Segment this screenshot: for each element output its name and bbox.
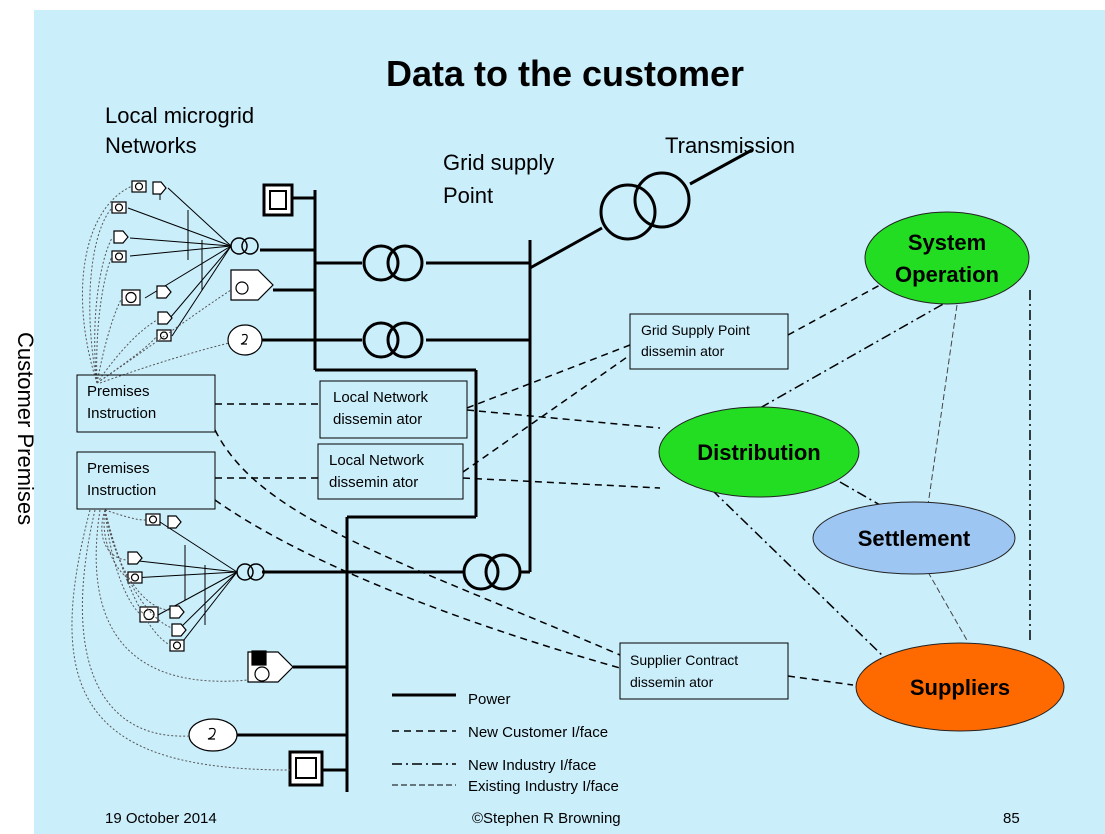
slide-title: Data to the customer xyxy=(386,53,744,94)
microgrid-label-line2: Networks xyxy=(105,133,197,158)
transformer-icon-2 xyxy=(362,321,424,359)
legend: Power New Customer I/face New Industry I… xyxy=(392,691,619,795)
load-icon xyxy=(127,551,143,565)
generator-icon xyxy=(131,180,147,193)
gsp-label-line2: Point xyxy=(443,183,493,208)
supplier-contract-disseminator-line2: dissemin ator xyxy=(630,674,714,690)
lower-microgrid-devices xyxy=(127,513,324,787)
upper-microgrid-network xyxy=(127,186,232,337)
legend-new-customer-label: New Customer I/face xyxy=(468,724,608,741)
legend-power-label: Power xyxy=(468,691,511,708)
supplier-contract-disseminator-box xyxy=(619,642,789,700)
transmission-label: Transmission xyxy=(665,133,795,158)
microgrid-label-line1: Local microgrid xyxy=(105,103,254,128)
load-icon xyxy=(167,515,182,529)
customer-premises-label: Customer Premises xyxy=(13,332,38,525)
load-icon xyxy=(156,285,172,299)
load-icon xyxy=(152,181,167,195)
premises-instruction-box-2 xyxy=(76,451,216,510)
premises-instruction-box-1 xyxy=(76,374,216,433)
settlement-label: Settlement xyxy=(858,526,971,551)
transmission-transformer-icon xyxy=(599,171,691,241)
generator-icon xyxy=(111,201,127,214)
battery-icon xyxy=(288,750,324,787)
distribution-ellipse xyxy=(658,406,860,498)
local-network-disseminator-box-1 xyxy=(319,380,468,439)
customer-interface-links xyxy=(214,284,881,686)
microgrid-transformer-icon-upper xyxy=(230,237,259,255)
grid-supply-point-disseminator-line2: dissemin ator xyxy=(641,343,725,359)
power-network xyxy=(237,148,753,792)
existing-industry-links xyxy=(927,304,969,643)
premises-instruction-1-line2: Instruction xyxy=(87,405,156,422)
footer-page-number: 85 xyxy=(1003,810,1020,827)
house-icon xyxy=(247,650,294,683)
premises-instruction-2-line1: Premises xyxy=(87,460,150,477)
generator-circle-icon xyxy=(227,324,263,356)
footer-date: 19 October 2014 xyxy=(105,810,217,827)
suppliers-ellipse xyxy=(855,642,1065,732)
gsp-label-line1: Grid supply xyxy=(443,150,554,175)
house-icon xyxy=(230,269,274,301)
generator-icon xyxy=(127,571,143,584)
transformer-icons xyxy=(362,171,691,591)
load-icon xyxy=(171,623,187,637)
generator-icon xyxy=(145,513,161,526)
generator-circle-icon xyxy=(188,718,238,752)
grid-supply-point-disseminator-box xyxy=(629,313,789,370)
generator-icon xyxy=(139,606,159,623)
system-operation-label-line1: System xyxy=(908,230,986,255)
generator-icon xyxy=(156,329,172,342)
distribution-label: Distribution xyxy=(697,440,820,465)
local-network-disseminator-box-2 xyxy=(317,443,464,500)
generator-icon xyxy=(169,639,185,652)
local-network-disseminator-1-line1: Local Network xyxy=(333,389,429,406)
system-operation-ellipse xyxy=(864,211,1030,305)
legend-new-industry-label: New Industry I/face xyxy=(468,757,596,774)
supplier-contract-disseminator-line1: Supplier Contract xyxy=(630,652,738,668)
suppliers-label: Suppliers xyxy=(910,675,1010,700)
local-network-disseminator-2-line2: dissemin ator xyxy=(329,474,418,491)
system-operation-label-line2: Operation xyxy=(895,262,999,287)
new-industry-links xyxy=(711,290,1031,659)
premises-instruction-1-line1: Premises xyxy=(87,383,150,400)
local-network-disseminator-1-line2: dissemin ator xyxy=(333,411,422,428)
generator-icon xyxy=(111,250,127,263)
transformer-icon-1 xyxy=(362,244,424,282)
legend-existing-industry-label: Existing Industry I/face xyxy=(468,778,619,795)
load-icon xyxy=(113,230,129,244)
local-network-disseminator-2-line1: Local Network xyxy=(329,452,425,469)
premises-instruction-2-line2: Instruction xyxy=(87,482,156,499)
lower-microgrid-network xyxy=(129,521,238,646)
transformer-icon-3 xyxy=(462,553,522,591)
battery-icon xyxy=(262,183,294,217)
grid-supply-point-disseminator-line1: Grid Supply Point xyxy=(641,322,750,338)
customer-device-links xyxy=(71,185,291,771)
load-icon xyxy=(169,605,185,619)
generator-icon xyxy=(121,289,141,306)
settlement-ellipse xyxy=(812,501,1016,575)
upper-microgrid-devices xyxy=(111,180,294,356)
microgrid-transformer-icon-lower xyxy=(236,563,265,581)
footer-author: ©Stephen R Browning xyxy=(472,810,621,827)
load-icon xyxy=(157,311,173,325)
